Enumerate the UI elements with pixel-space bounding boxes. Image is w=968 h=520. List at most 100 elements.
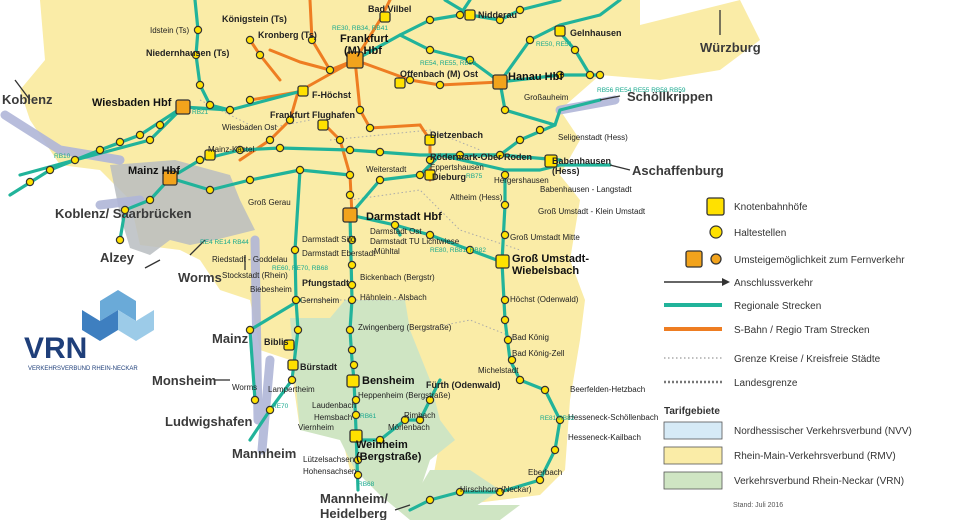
hub-weinheim-marker[interactable]: [349, 429, 363, 443]
station-dot[interactable]: [540, 385, 550, 395]
station-dot[interactable]: [375, 175, 385, 185]
station-dot[interactable]: [225, 105, 235, 115]
station-dot[interactable]: [95, 145, 105, 155]
station-dot[interactable]: [293, 325, 303, 335]
hub-offenbach-marker[interactable]: [394, 77, 406, 89]
station-dot[interactable]: [351, 410, 361, 420]
station-dot[interactable]: [145, 195, 155, 205]
station-dot[interactable]: [455, 10, 465, 20]
station-dot[interactable]: [235, 145, 245, 155]
station-dot[interactable]: [500, 170, 510, 180]
station-dot[interactable]: [345, 145, 355, 155]
station-dot[interactable]: [500, 230, 510, 240]
station-dot[interactable]: [375, 147, 385, 157]
station-dot[interactable]: [595, 70, 605, 80]
station-dot[interactable]: [400, 415, 410, 425]
hub-frankfurt-marker[interactable]: [346, 51, 364, 69]
station-dot[interactable]: [245, 325, 255, 335]
station-dot[interactable]: [535, 125, 545, 135]
station-dot[interactable]: [351, 395, 361, 405]
station-dot[interactable]: [345, 190, 355, 200]
station-dot[interactable]: [250, 395, 260, 405]
station-dot[interactable]: [500, 200, 510, 210]
station-dot[interactable]: [345, 170, 355, 180]
station-dot[interactable]: [503, 335, 513, 345]
station-dot[interactable]: [155, 120, 165, 130]
station-dot[interactable]: [245, 95, 255, 105]
hub-babenhausen-marker[interactable]: [544, 154, 558, 168]
station-dot[interactable]: [465, 245, 475, 255]
station-dot[interactable]: [275, 143, 285, 153]
station-dot[interactable]: [120, 205, 130, 215]
station-dot[interactable]: [25, 177, 35, 187]
station-dot[interactable]: [515, 135, 525, 145]
hub-mainz-marker[interactable]: [162, 170, 178, 186]
station-dot[interactable]: [115, 235, 125, 245]
hub-hanau-marker[interactable]: [492, 74, 508, 90]
station-dot[interactable]: [265, 405, 275, 415]
station-dot[interactable]: [353, 470, 363, 480]
station-dot[interactable]: [287, 375, 297, 385]
station-dot[interactable]: [347, 280, 357, 290]
hub-bad-vilbel-marker[interactable]: [379, 11, 391, 23]
station-dot[interactable]: [425, 395, 435, 405]
station-dot[interactable]: [349, 360, 359, 370]
station-dot[interactable]: [495, 487, 505, 497]
station-dot[interactable]: [507, 355, 517, 365]
hub-ruesselsheim-marker[interactable]: [204, 149, 216, 161]
hub-dietzenbach-marker[interactable]: [424, 134, 436, 146]
station-dot[interactable]: [525, 35, 535, 45]
station-dot[interactable]: [405, 75, 415, 85]
hub-flughafen-marker[interactable]: [317, 119, 329, 131]
station-dot[interactable]: [535, 475, 545, 485]
station-dot[interactable]: [347, 345, 357, 355]
station-dot[interactable]: [515, 375, 525, 385]
station-dot[interactable]: [45, 165, 55, 175]
station-dot[interactable]: [375, 435, 385, 445]
station-dot[interactable]: [353, 455, 363, 465]
hub-gelnhausen-marker[interactable]: [554, 25, 566, 37]
station-dot[interactable]: [500, 105, 510, 115]
station-dot[interactable]: [570, 45, 580, 55]
station-dot[interactable]: [347, 235, 357, 245]
station-dot[interactable]: [191, 50, 201, 60]
station-dot[interactable]: [455, 487, 465, 497]
station-dot[interactable]: [265, 135, 275, 145]
station-dot[interactable]: [347, 260, 357, 270]
station-dot[interactable]: [355, 105, 365, 115]
station-dot[interactable]: [415, 170, 425, 180]
station-dot[interactable]: [495, 15, 505, 25]
hub-wiesbaden-marker[interactable]: [175, 99, 191, 115]
station-dot[interactable]: [347, 295, 357, 305]
station-dot[interactable]: [345, 325, 355, 335]
station-dot[interactable]: [390, 220, 400, 230]
station-dot[interactable]: [425, 45, 435, 55]
station-dot[interactable]: [555, 70, 565, 80]
station-dot[interactable]: [195, 80, 205, 90]
station-dot[interactable]: [205, 185, 215, 195]
station-dot[interactable]: [550, 445, 560, 455]
hub-gross-umstadt-marker[interactable]: [495, 254, 510, 269]
station-dot[interactable]: [425, 155, 435, 165]
station-dot[interactable]: [245, 175, 255, 185]
station-dot[interactable]: [585, 70, 595, 80]
station-dot[interactable]: [290, 245, 300, 255]
hub-biblis-marker[interactable]: [283, 339, 295, 351]
station-dot[interactable]: [425, 495, 435, 505]
station-dot[interactable]: [115, 137, 125, 147]
station-dot[interactable]: [465, 55, 475, 65]
station-dot[interactable]: [555, 415, 565, 425]
station-dot[interactable]: [415, 415, 425, 425]
station-dot[interactable]: [515, 5, 525, 15]
hub-bensheim-marker[interactable]: [346, 374, 360, 388]
station-dot[interactable]: [193, 25, 203, 35]
station-dot[interactable]: [295, 165, 305, 175]
station-dot[interactable]: [291, 295, 301, 305]
station-dot[interactable]: [195, 155, 205, 165]
station-dot[interactable]: [255, 50, 265, 60]
station-dot[interactable]: [285, 115, 295, 125]
station-dot[interactable]: [500, 315, 510, 325]
station-dot[interactable]: [425, 15, 435, 25]
station-dot[interactable]: [245, 35, 255, 45]
hub-darmstadt-marker[interactable]: [342, 207, 358, 223]
